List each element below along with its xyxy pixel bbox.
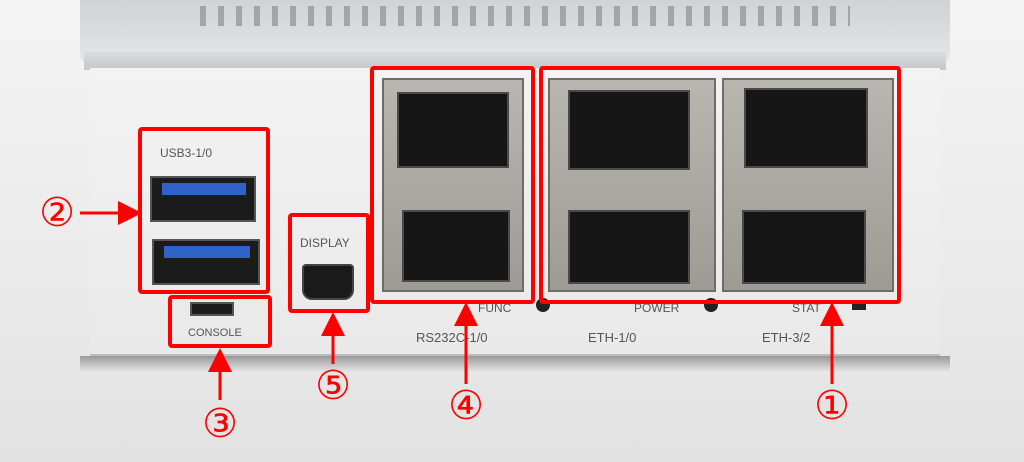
rs232c-port-1 (397, 92, 509, 168)
mini-displayport (302, 264, 354, 300)
usb-port-1 (150, 176, 256, 222)
func-label: FUNC (478, 301, 512, 315)
stat-label: STAT (792, 301, 821, 315)
eth-port-1 (568, 90, 690, 170)
highlight-console (168, 295, 272, 348)
eth-port-2 (742, 210, 866, 284)
callout-4: ④ (448, 384, 484, 428)
usb-label: USB3-1/0 (160, 146, 213, 160)
eth-port-3 (744, 88, 868, 168)
callout-2: ② (39, 191, 75, 235)
eth-port-0 (568, 210, 690, 284)
rs232c-port-0 (402, 210, 510, 282)
highlight-rs232c (370, 66, 535, 304)
stat-led (852, 300, 866, 310)
eth-3-2-label: ETH-3/2 (762, 330, 811, 345)
highlight-ethernet (539, 66, 901, 304)
display-label: DISPLAY (300, 236, 350, 250)
chassis-lip (84, 52, 946, 70)
usb-port-0 (152, 239, 260, 285)
power-label: POWER (634, 301, 680, 315)
callout-5: ⑤ (315, 364, 351, 408)
rs232c-label: RS232C-1/0 (416, 330, 488, 345)
vent-slots (200, 6, 850, 26)
eth-1-0-label: ETH-1/0 (588, 330, 637, 345)
device-shadow (80, 356, 950, 372)
console-label: CONSOLE (188, 327, 242, 339)
callout-3: ③ (202, 402, 238, 446)
highlight-display (288, 213, 370, 313)
console-port (190, 302, 234, 316)
callout-1: ① (814, 384, 850, 428)
